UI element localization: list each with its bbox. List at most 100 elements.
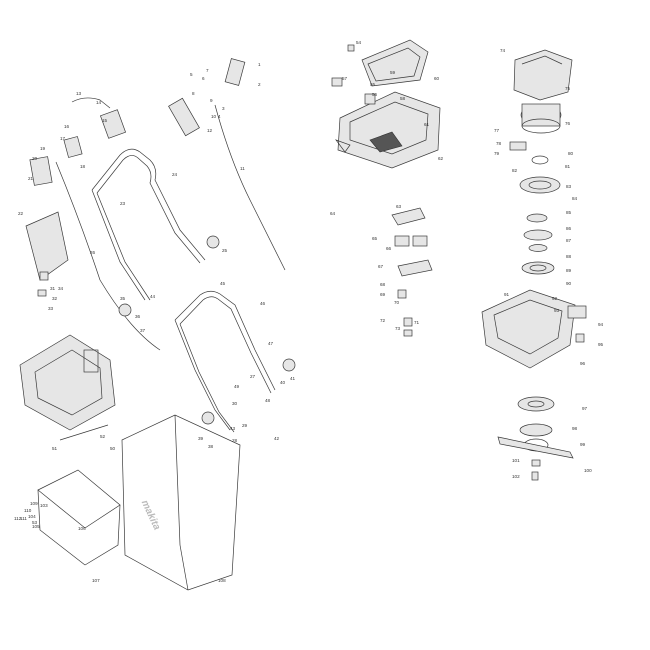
part-number-label: 19: [40, 146, 46, 151]
part-number-label: 77: [494, 128, 500, 133]
part-number-label: 60: [434, 76, 440, 81]
mower-deck: [481, 289, 587, 369]
blade-assembly: [497, 396, 574, 481]
part-number-label: 22: [18, 211, 24, 216]
part-number-label: 49: [234, 384, 240, 389]
part-number-label: 37: [140, 328, 146, 333]
part-number-label: 61: [424, 122, 430, 127]
part-number-label: 104: [28, 514, 36, 519]
part-number-label: 88: [566, 254, 572, 259]
part-number-label: 29: [242, 423, 248, 428]
part-number-label: 65: [372, 236, 378, 241]
part-number-label: 94: [598, 322, 604, 327]
part-number-label: 3: [222, 106, 225, 111]
grass-box-lid: [19, 334, 116, 431]
part-number-label: 25: [222, 248, 228, 253]
part-number-label: 1: [258, 62, 261, 67]
part-number-label: 80: [568, 151, 574, 156]
part-number-label: 111: [20, 516, 27, 521]
part-number-label: 85: [566, 210, 572, 215]
part-number-label: 57: [342, 76, 348, 81]
part-number-label: 43: [230, 426, 236, 431]
part-number-label: 45: [220, 281, 226, 286]
grass-box-frame: [37, 424, 121, 566]
grass-box-bag: makita: [121, 414, 241, 591]
part-number-label: 4: [218, 114, 221, 119]
part-number-label: 31: [50, 286, 56, 291]
motor-cover: [361, 39, 429, 87]
part-number-label: 90: [566, 281, 572, 286]
part-number-label: 2: [258, 82, 261, 87]
part-number-label: 8: [192, 91, 195, 96]
part-number-label: 110: [24, 508, 32, 513]
part-number-label: 34: [58, 286, 64, 291]
part-number-label: 70: [394, 300, 400, 305]
part-number-label: 26: [90, 250, 96, 255]
part-number-label: 82: [512, 168, 518, 173]
part-number-label: 64: [330, 211, 336, 216]
part-number-label: 23: [120, 201, 126, 206]
part-number-label: 66: [386, 246, 392, 251]
motor-bearing-stack: [509, 141, 561, 275]
part-number-label: 73: [395, 326, 401, 331]
part-number-label: 100: [584, 468, 592, 473]
part-number-label: 81: [565, 164, 571, 169]
part-number-label: 9: [210, 98, 213, 103]
part-number-label: 108: [218, 578, 226, 583]
part-number-label: 32: [52, 296, 58, 301]
part-number-label: 56: [372, 92, 378, 97]
part-number-label: 96: [580, 361, 586, 366]
part-number-label: 103: [40, 503, 48, 508]
part-number-label: 76: [565, 121, 571, 126]
part-number-label: 78: [496, 141, 502, 146]
part-number-label: 10: [211, 114, 217, 119]
part-number-label: 46: [260, 301, 266, 306]
part-number-label: 11: [240, 166, 245, 171]
makita-logo: makita: [139, 498, 163, 532]
part-number-label: 17: [60, 136, 66, 141]
part-number-label: 86: [566, 226, 572, 231]
part-number-label: 84: [572, 196, 578, 201]
part-number-label: 44: [150, 294, 156, 299]
part-number-label: 91: [504, 292, 510, 297]
grass-guard: [25, 211, 69, 297]
part-number-label: 68: [380, 282, 386, 287]
part-number-label: 36: [135, 314, 141, 319]
part-number-label: 75: [565, 86, 571, 91]
part-number-label: 99: [580, 442, 586, 447]
part-number-label: 30: [232, 401, 238, 406]
part-number-label: 15: [102, 118, 108, 123]
part-number-label: 83: [566, 184, 572, 189]
part-number-label: 14: [96, 100, 102, 105]
part-number-label: 79: [494, 151, 500, 156]
part-number-label: 39: [198, 436, 204, 441]
part-number-label: 93: [554, 308, 560, 313]
part-number-label: 98: [572, 426, 578, 431]
part-number-label: 105: [32, 524, 40, 529]
part-number-label: 69: [380, 292, 386, 297]
part-number-label: 89: [566, 268, 572, 273]
part-number-label: 35: [120, 296, 126, 301]
part-number-label: 42: [274, 436, 280, 441]
part-number-label: 107: [92, 578, 100, 583]
part-number-label: 53: [32, 520, 38, 525]
part-number-label: 41: [290, 376, 296, 381]
part-number-label: 101: [512, 458, 520, 463]
part-number-label: 55: [370, 82, 376, 87]
motor: [513, 49, 573, 134]
part-number-label: 27: [250, 374, 256, 379]
part-number-label: 7: [206, 68, 209, 73]
part-number-label: 13: [76, 91, 82, 96]
part-number-label: 59: [390, 70, 396, 75]
part-number-label: 74: [500, 48, 506, 53]
part-number-label: 95: [598, 342, 604, 347]
part-number-label: 67: [378, 264, 384, 269]
part-number-label: 18: [80, 164, 86, 169]
part-number-label: 48: [265, 398, 271, 403]
part-number-label: 50: [110, 446, 116, 451]
part-number-label: 112: [14, 516, 22, 521]
part-number-label: 20: [32, 156, 38, 161]
part-number-label: 16: [64, 124, 70, 129]
part-number-label: 87: [566, 238, 572, 243]
